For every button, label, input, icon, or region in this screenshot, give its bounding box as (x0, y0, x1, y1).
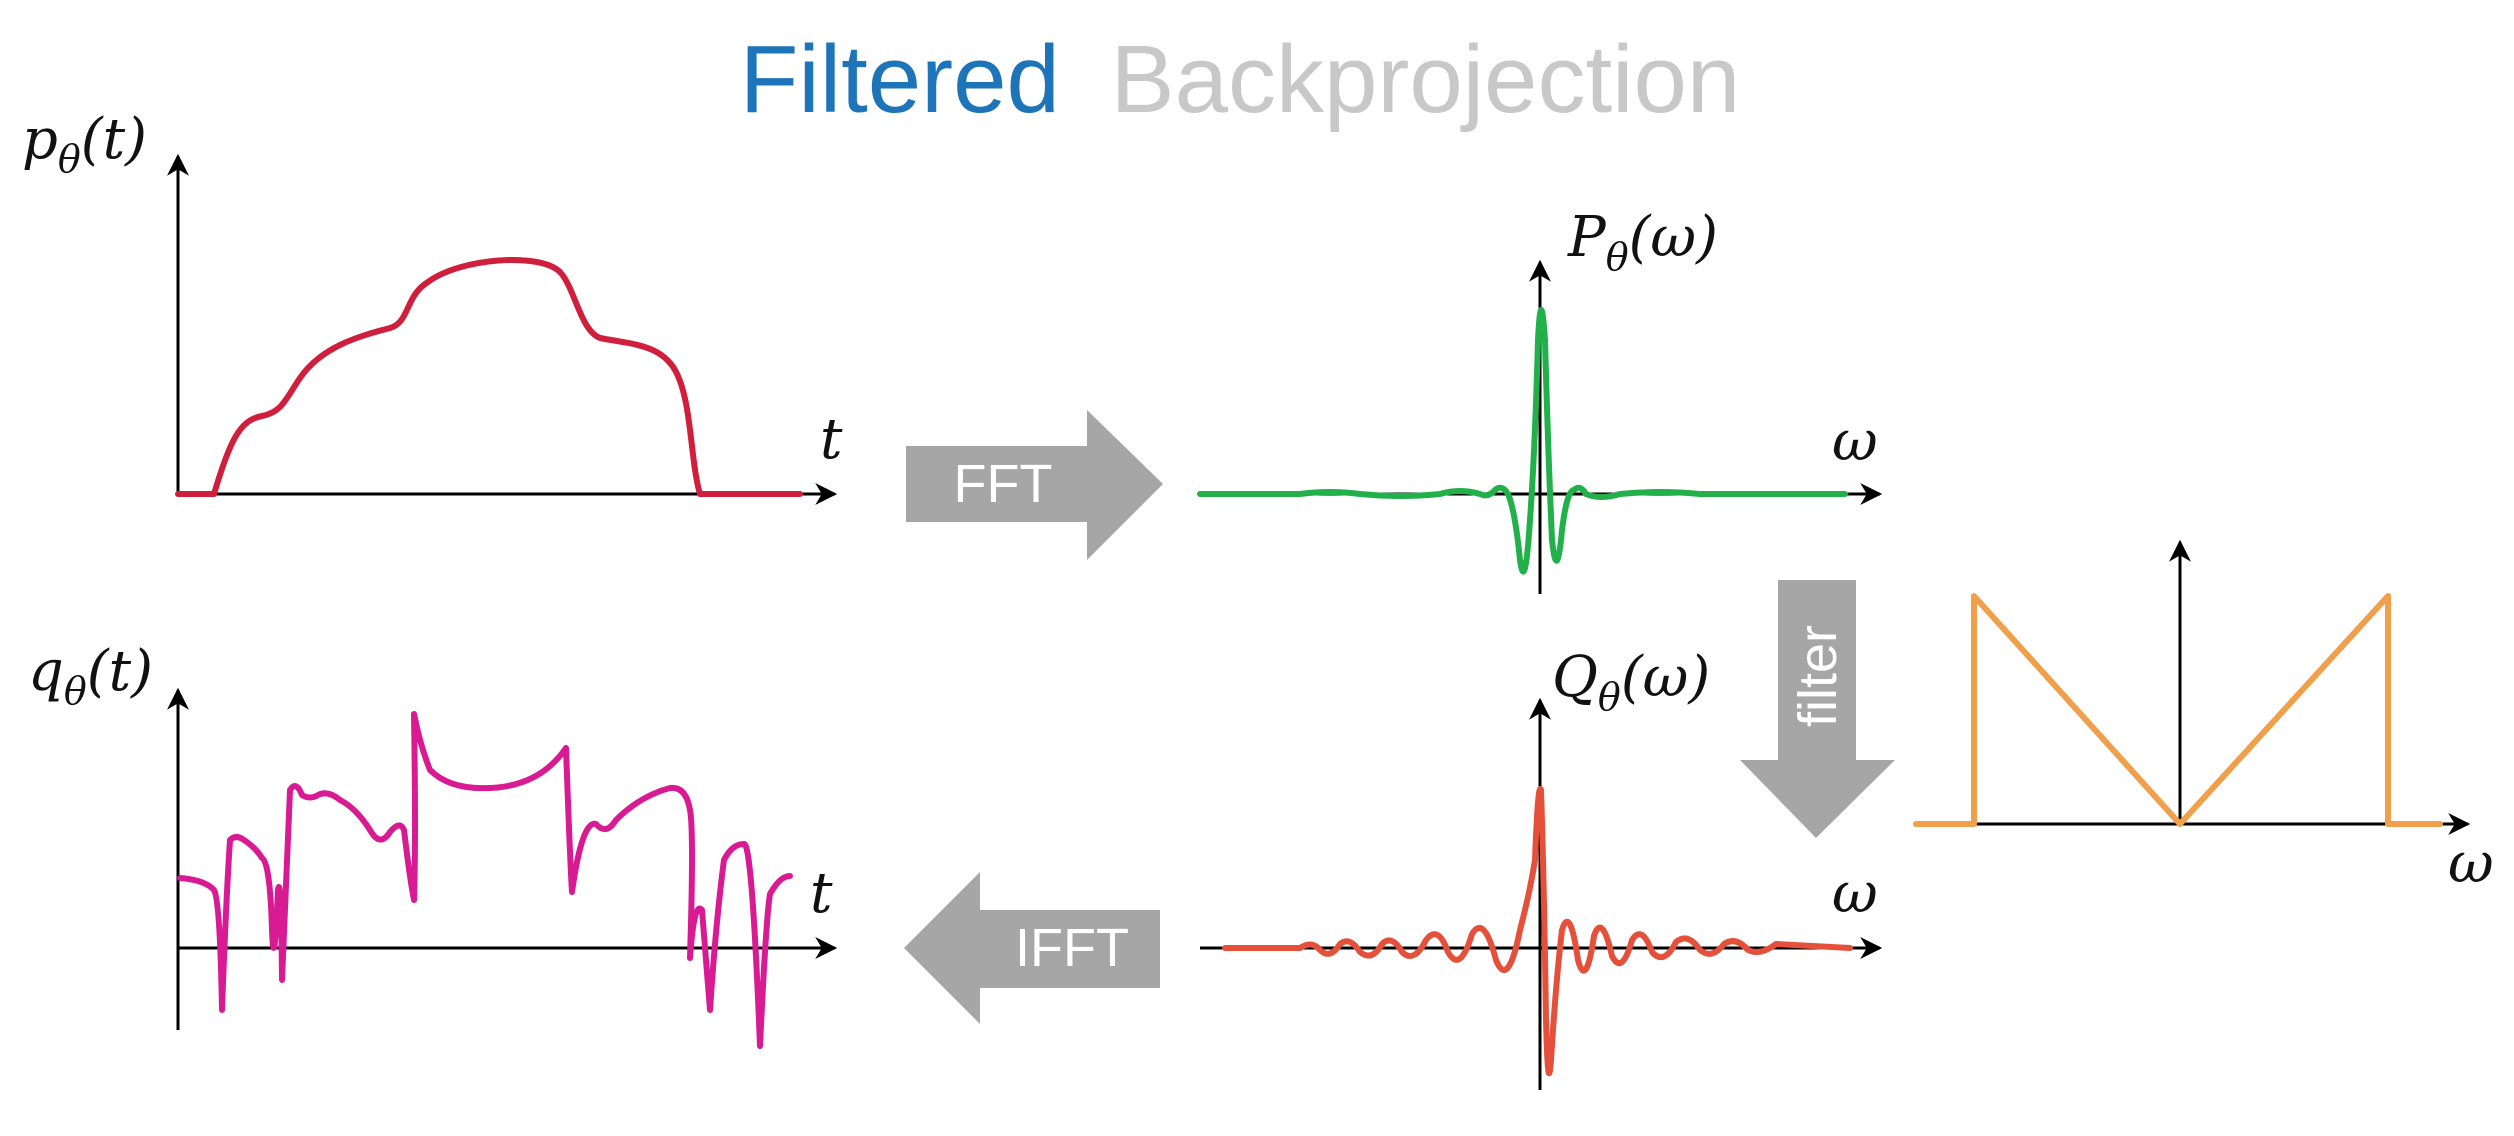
spectrum-curve (1197, 307, 1848, 575)
panel-spectrum: Pθ(ω) ω (1197, 205, 1883, 594)
title-word-filtered: Filtered (740, 26, 1060, 133)
ifft-arrow-shape (904, 872, 1160, 1024)
spectrum-y-label-arg: (ω) (1629, 205, 1718, 270)
filtered-projection-x-label: t (810, 861, 833, 926)
filtered-projection-y-label: qθ(t) (28, 639, 153, 713)
ifft-arrow-label: IFFT (1015, 918, 1129, 978)
filtered-projection-curve (177, 711, 793, 1049)
projection-curve (175, 257, 803, 497)
filtered-spectrum-x-label: ω (1832, 861, 1878, 926)
projection-y-label-arg: (t) (81, 107, 147, 172)
spectrum-x-label: ω (1832, 409, 1878, 474)
filter-arrow: filter (1740, 580, 1895, 838)
filter-arrow-shape (1740, 580, 1895, 838)
fft-arrow-shape (906, 410, 1163, 560)
panel-projection: pθ(t) t (22, 107, 843, 505)
spectrum-y-label: Pθ(ω) (1567, 205, 1718, 279)
ramp-filter-curve (1913, 593, 2443, 827)
filtered-spectrum-y-label-main: Q (1552, 645, 1598, 710)
fft-arrow: FFT (906, 410, 1163, 560)
fft-arrow-label: FFT (954, 454, 1053, 514)
projection-y-label-main: p (22, 107, 58, 172)
filtered-projection-y-label-main: q (28, 639, 64, 704)
filtered-projection-y-label-sub: θ (64, 669, 87, 713)
spectrum-y-label-main: P (1567, 205, 1607, 270)
page-title: Filtered Backprojection (740, 26, 1740, 133)
projection-y-label: pθ(t) (22, 107, 147, 181)
filtered-spectrum-y-label-sub: θ (1598, 675, 1621, 719)
filtered-spectrum-curve (1222, 785, 1853, 1077)
filtered-spectrum-y-label-arg: (ω) (1621, 645, 1710, 710)
spectrum-y-label-sub: θ (1606, 235, 1629, 279)
panel-filtered-projection: qθ(t) t (28, 639, 838, 1049)
title-word-backprojection: Backprojection (1111, 26, 1741, 133)
panel-ramp-filter: ω (1913, 539, 2494, 896)
ifft-arrow: IFFT (904, 872, 1160, 1024)
filter-arrow-label: filter (1788, 625, 1848, 727)
ramp-x-label: ω (2448, 831, 2494, 896)
filtered-spectrum-y-label: Qθ(ω) (1552, 645, 1710, 719)
projection-y-label-sub: θ (58, 137, 81, 181)
panel-filtered-spectrum: Qθ(ω) ω (1200, 645, 1883, 1090)
filtered-projection-y-label-arg: (t) (87, 639, 153, 704)
projection-x-label: t (820, 407, 843, 472)
